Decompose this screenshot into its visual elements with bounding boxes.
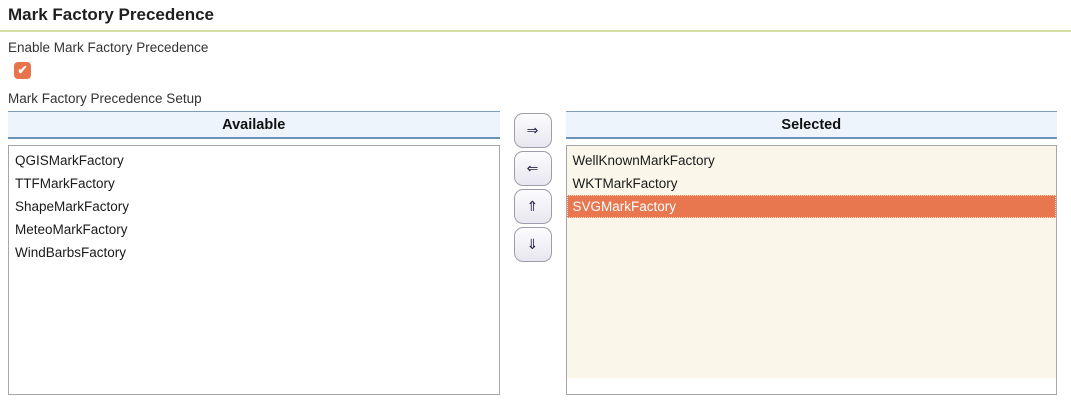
list-item[interactable]: QGISMarkFactory <box>15 153 124 168</box>
double-down-arrow-icon: ⇓ <box>526 236 539 253</box>
list-item[interactable]: TTFMarkFactory <box>15 176 115 191</box>
move-right-button[interactable]: ⇒ <box>513 113 552 148</box>
double-up-arrow-icon: ⇑ <box>526 198 539 215</box>
page-title: Mark Factory Precedence <box>0 0 1071 32</box>
available-header: Available <box>8 111 500 139</box>
double-left-arrow-icon: ⇐ <box>526 160 539 177</box>
enable-precedence-label: Enable Mark Factory Precedence <box>8 40 209 55</box>
precedence-setup-label: Mark Factory Precedence Setup <box>8 91 202 106</box>
list-item[interactable]: WellKnownMarkFactory <box>572 153 715 168</box>
move-down-button[interactable]: ⇓ <box>513 227 552 262</box>
enable-precedence-checkbox[interactable]: ✔ <box>14 62 31 79</box>
move-left-button[interactable]: ⇐ <box>513 151 552 186</box>
list-item[interactable]: WKTMarkFactory <box>572 176 678 191</box>
list-item[interactable]: MeteoMarkFactory <box>15 222 128 237</box>
double-right-arrow-icon: ⇒ <box>526 122 539 139</box>
palette-button-stack: ⇒ ⇐ ⇑ ⇓ <box>513 113 552 265</box>
move-up-button[interactable]: ⇑ <box>513 189 552 224</box>
selected-header: Selected <box>565 111 1057 139</box>
list-item[interactable]: SVGMarkFactory <box>566 195 1056 218</box>
checkmark-icon: ✔ <box>17 63 28 77</box>
list-item[interactable]: WindBarbsFactory <box>15 245 127 260</box>
list-item[interactable]: ShapeMarkFactory <box>15 199 130 214</box>
